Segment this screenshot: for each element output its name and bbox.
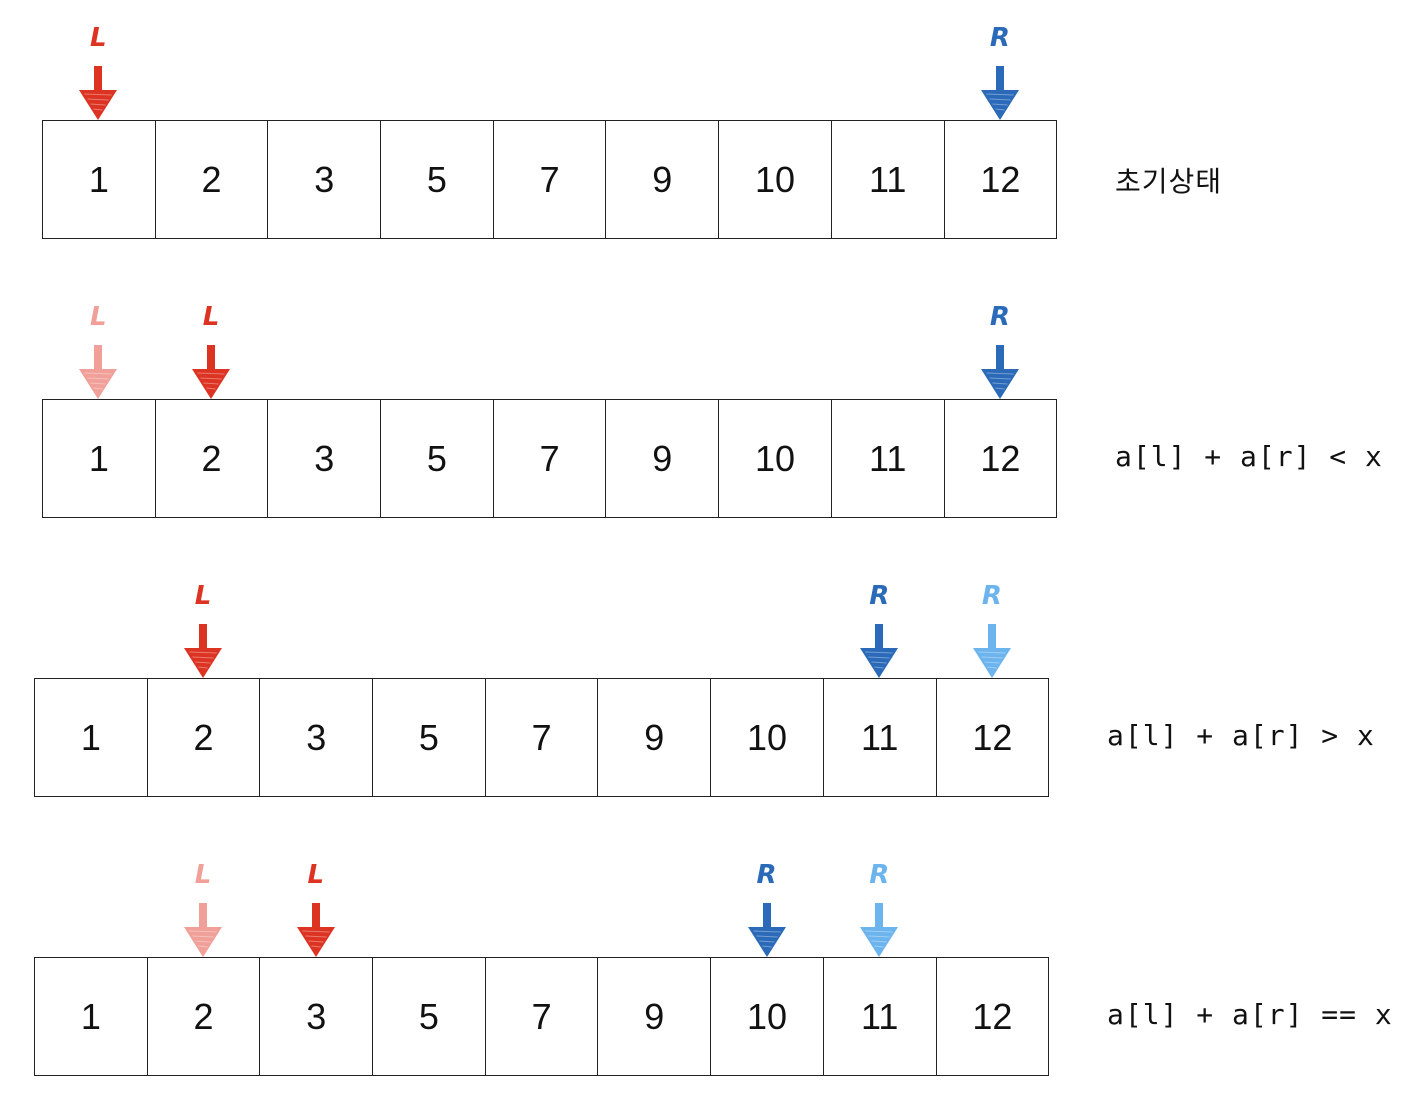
array-cell: 12: [937, 958, 1050, 1075]
left-pointer-marker: L: [187, 303, 235, 399]
array-cell: 1: [35, 958, 148, 1075]
pointer-letter: R: [869, 581, 890, 611]
left-pointer-marker: L: [74, 303, 122, 399]
left-pointer-marker: L: [292, 861, 340, 957]
array-cell: 10: [711, 958, 824, 1075]
right-pointer-marker: R: [976, 303, 1024, 399]
down-arrow-icon: [747, 903, 786, 957]
array-cell: 10: [719, 121, 832, 238]
array-cell: 7: [486, 679, 599, 796]
pointer-letter: L: [194, 860, 212, 890]
pointer-letter: R: [989, 302, 1010, 332]
array-cell: 5: [381, 400, 494, 517]
pointer-letter: R: [756, 860, 777, 890]
pointer-letter: L: [194, 581, 212, 611]
down-arrow-icon: [184, 624, 223, 678]
pointer-letter: R: [989, 23, 1010, 53]
array-cell: 3: [260, 958, 374, 1075]
array-cell: 2: [156, 400, 269, 517]
array-cell: 12: [945, 121, 1058, 238]
down-arrow-icon: [980, 66, 1019, 120]
right-pointer-marker: R: [855, 861, 903, 957]
pointer-letter: L: [90, 23, 107, 53]
down-arrow-icon: [980, 345, 1019, 399]
right-pointer-marker: R: [968, 582, 1016, 678]
left-pointer-marker: L: [74, 24, 122, 120]
step-caption: a[l] + a[r] < x: [1115, 440, 1383, 473]
array-cell: 1: [43, 400, 156, 517]
array-cell: 5: [373, 958, 486, 1075]
array-cell: 1: [43, 121, 156, 238]
down-arrow-icon: [184, 903, 223, 957]
right-pointer-marker: R: [743, 861, 791, 957]
down-arrow-icon: [972, 624, 1011, 678]
step-caption: 초기상태: [1115, 165, 1223, 198]
array-cell: 3: [268, 121, 382, 238]
pointer-letter: R: [981, 581, 1002, 611]
array-cell: 9: [598, 679, 712, 796]
pointer-letter: L: [90, 302, 107, 332]
step-caption: a[l] + a[r] == x: [1107, 998, 1393, 1031]
pointer-letter: L: [202, 302, 220, 332]
down-arrow-icon: [296, 903, 335, 957]
array-cell: 9: [606, 400, 720, 517]
array-cell: 12: [937, 679, 1050, 796]
array-cell: 10: [719, 400, 832, 517]
array-cell: 2: [148, 679, 261, 796]
down-arrow-icon: [192, 345, 231, 399]
down-arrow-icon: [79, 345, 118, 399]
array-cell: 9: [598, 958, 712, 1075]
array-cell: 11: [824, 958, 937, 1075]
down-arrow-icon: [79, 66, 118, 120]
array-cell: 5: [373, 679, 486, 796]
left-pointer-marker: L: [179, 861, 227, 957]
pointer-letter: R: [869, 860, 890, 890]
right-pointer-marker: R: [976, 24, 1024, 120]
pointer-letter: L: [307, 860, 325, 890]
array-cell: 11: [824, 679, 937, 796]
down-arrow-icon: [860, 903, 899, 957]
array-cell: 7: [486, 958, 599, 1075]
array-cell: 10: [711, 679, 824, 796]
array-cell: 7: [494, 121, 607, 238]
array-cell: 1: [35, 679, 148, 796]
array-cell: 5: [381, 121, 494, 238]
right-pointer-marker: R: [855, 582, 903, 678]
left-pointer-marker: L: [179, 582, 227, 678]
array-cell: 3: [260, 679, 374, 796]
array-cell: 11: [832, 400, 945, 517]
array-cell: 11: [832, 121, 945, 238]
array-cell: 2: [148, 958, 261, 1075]
array-cell: 7: [494, 400, 607, 517]
array-cell: 3: [268, 400, 382, 517]
step-caption: a[l] + a[r] > x: [1107, 719, 1375, 752]
array-cell: 12: [945, 400, 1058, 517]
down-arrow-icon: [860, 624, 899, 678]
array-cell: 2: [156, 121, 269, 238]
array-cell: 9: [606, 121, 720, 238]
